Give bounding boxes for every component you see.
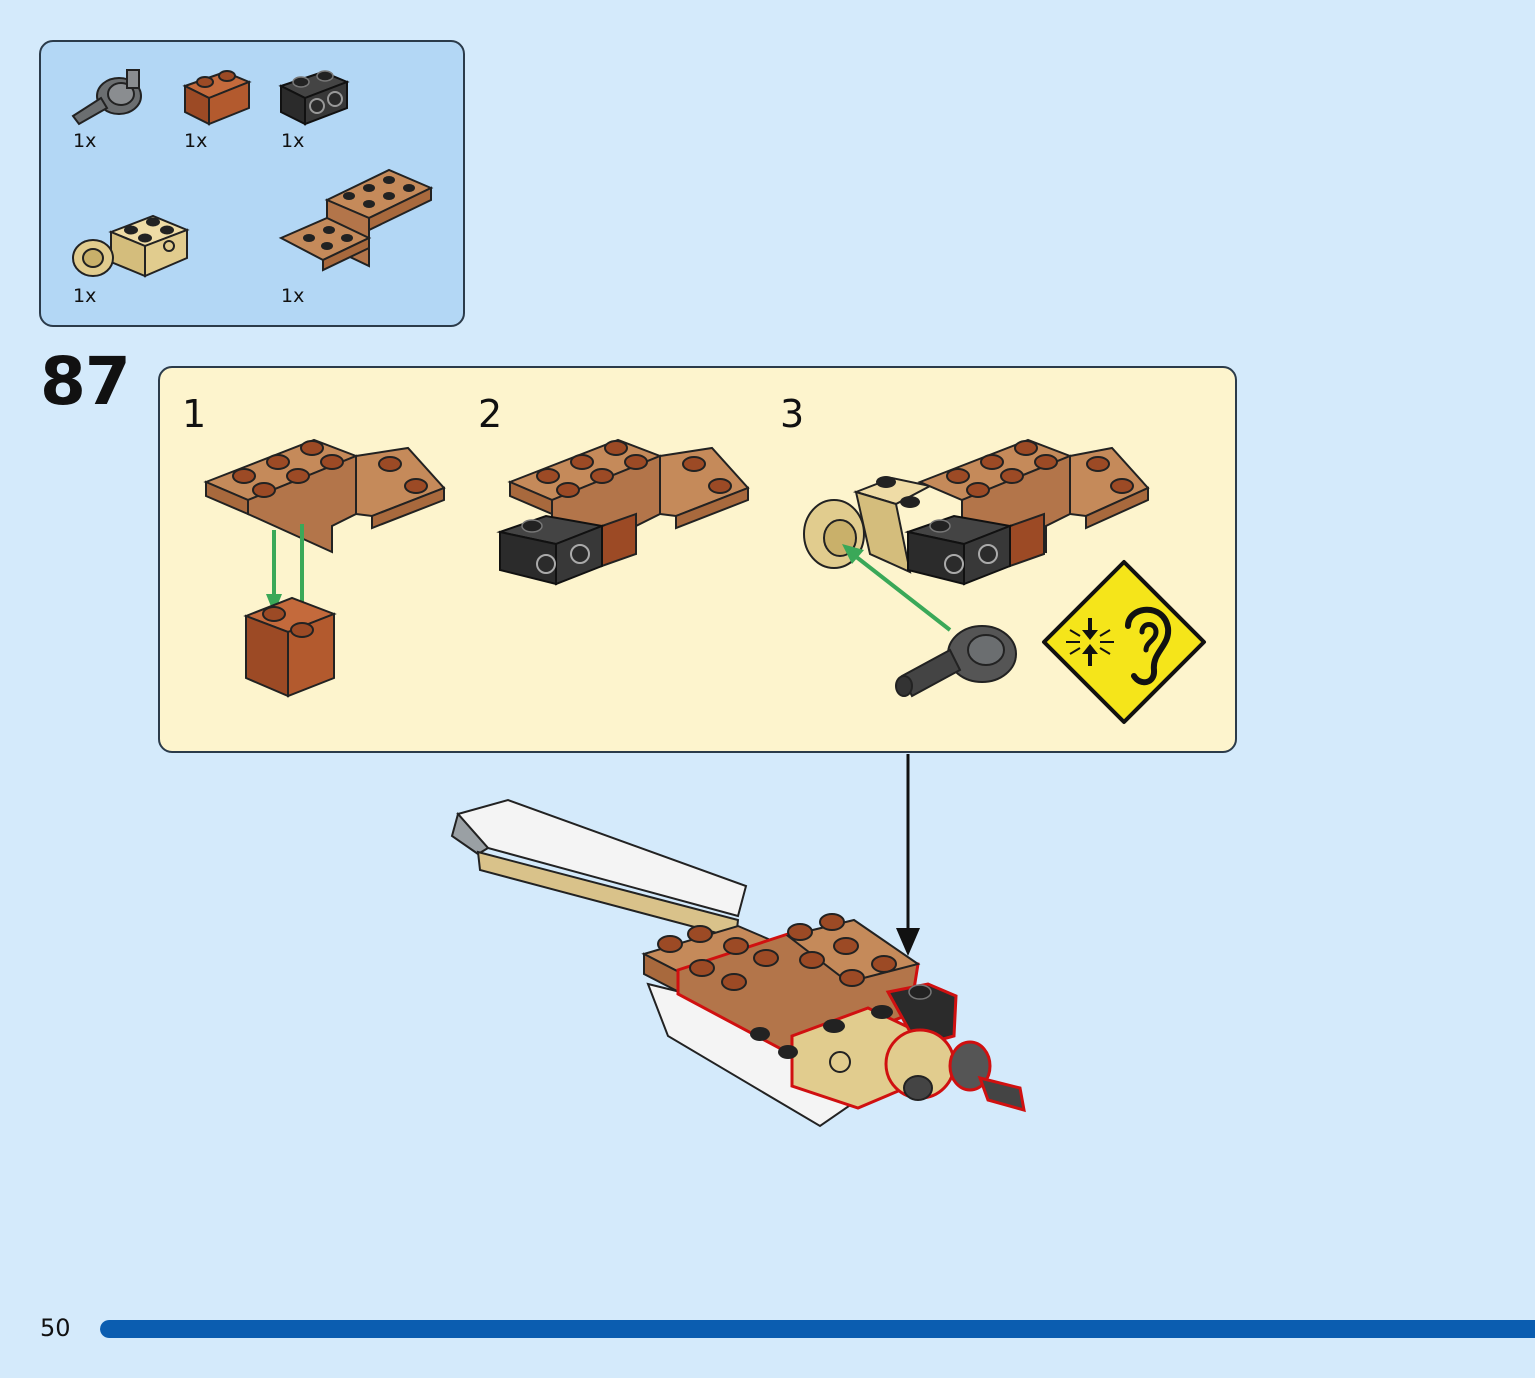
part-qty: 1x [281,285,305,307]
parts-list: 1x 1x 1x 1x [39,40,465,327]
part-tan-socket-brick-image [72,214,190,278]
part-qty: 1x [73,285,97,307]
substep-3-illustration [803,438,1150,698]
substep-number: 2 [478,392,503,436]
page-number: 50 [40,1314,71,1342]
substeps-panel: 1 2 3 [158,366,1237,753]
substep-1-illustration [203,438,446,698]
substep-number: 1 [182,392,207,436]
part-ball-joint-image [71,69,142,126]
model-illustration [450,798,1026,1128]
step-number: 87 [40,343,131,420]
part-bracket-plate-image [278,168,434,272]
click-sound-ear-icon [1042,560,1206,724]
part-qty: 1x [281,130,305,152]
progress-fill [100,1320,1535,1338]
substep-number: 3 [780,392,805,436]
progress-bar [100,1320,1535,1338]
substep-2-illustration [496,438,750,586]
part-qty: 1x [73,130,97,152]
part-black-brick-image [278,70,350,126]
part-qty: 1x [184,130,208,152]
part-reddish-brown-brick-image [182,70,252,126]
down-arrow [896,754,920,956]
